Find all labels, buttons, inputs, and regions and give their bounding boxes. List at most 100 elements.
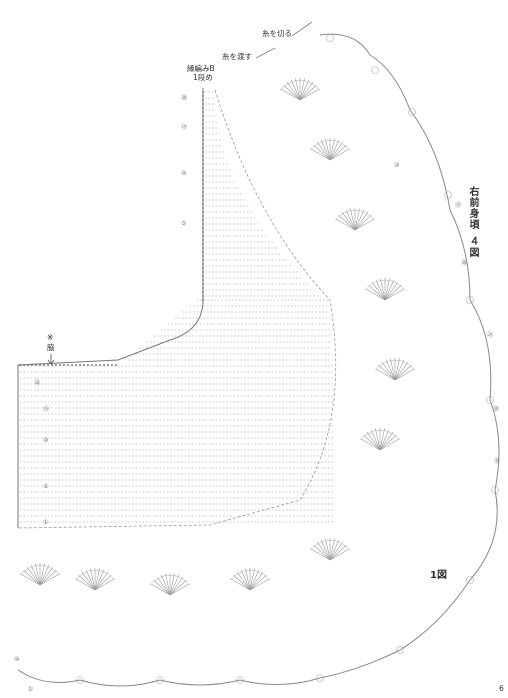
row-number: ⑩ [394,162,400,169]
edge-stitch [202,111,204,113]
edge-stitch [202,99,204,101]
edge-stitch [111,364,113,366]
edge-stitch [23,364,25,366]
fan-stitch [394,365,412,381]
edge-stitch [202,155,204,157]
fan-stitch [169,583,190,596]
fan-stitch [380,278,386,301]
fan-stitch [240,569,251,591]
side-label: 脇 [47,343,55,352]
scallop-loop [486,396,494,404]
fan-stitch [335,218,356,231]
edge-stitch [35,364,37,366]
fan-stitch [370,429,381,451]
fan-stitch [394,362,409,381]
fan-stitch [39,567,54,586]
fan-stitch [299,78,305,101]
fan-stitch [81,572,96,591]
fan-stitch [299,88,320,101]
fan-stitch [329,138,335,161]
fan-stitch [169,577,184,596]
edge-stitch [103,364,105,366]
edge-stitch [202,287,204,289]
edge-stitch [202,271,204,273]
scallop-loop [408,108,416,116]
scallop-loop [396,646,404,654]
fan-stitch [249,575,267,591]
edge-stitch [202,123,204,125]
edge-stitch [202,191,204,193]
edge-stitch [107,364,109,366]
fan-stitch [153,580,171,596]
fan-stitch [245,568,251,591]
fan-stitch [381,362,396,381]
fan-stitch [320,539,331,561]
edge-stitch [202,159,204,161]
fan-stitch [316,142,331,161]
edge-stitch [202,167,204,169]
fan-stitch [366,432,381,451]
fan-stitch [150,583,171,596]
row-number: ㉚ [493,406,500,413]
fan-stitch [354,218,375,231]
fan-stitch [390,358,396,381]
edge-stitch [202,255,204,257]
scallop-marks [76,34,499,684]
edge-stitch [202,203,204,205]
fan-stitch [169,573,175,596]
edge-stitch [202,231,204,233]
row-number: ⑩ [14,656,20,663]
edge-stitch [202,179,204,181]
fan-stitch [363,435,381,451]
scallop-loop [444,191,452,199]
fan-arc [309,539,351,551]
fan-stitch [94,568,100,591]
fan-stitch [39,570,57,586]
note-mark: ※ [47,333,54,342]
fan-stitch [329,139,340,161]
fan-stitch [325,538,331,561]
scallop-loop [236,676,244,684]
row-number: ⑳ [181,95,188,102]
scallop-loop [76,676,84,684]
fan-stitch [329,545,347,561]
fan-stitch [156,577,171,596]
scallop-loop [316,674,324,682]
edge-stitch [63,364,65,366]
edge-stitch [202,139,204,141]
scallop-loop [491,486,499,494]
edge-stitch [202,127,204,129]
edge-stitch [202,175,204,177]
fan-stitch [354,208,360,231]
edge-stitch [202,215,204,217]
fan-stitch [329,142,344,161]
edge-stitch [202,95,204,97]
fan-stitch [345,209,356,231]
fan-arc [364,279,406,291]
edge-stitch [59,364,61,366]
edge-stitch [75,364,77,366]
figure-one-label: 1図 [430,570,447,581]
fan-stitch [94,575,112,591]
pass-yarn-label: 糸を渡す [222,52,252,61]
fan-stitch [384,285,402,301]
edge-stitch [202,247,204,249]
edge-stitch [202,283,204,285]
fan-stitch [39,563,45,586]
fan-stitch [290,79,301,101]
fan-stitch [329,542,344,561]
row-number: ① [43,519,49,526]
fan-stitch [350,208,356,231]
edge-stitch [202,243,204,245]
row-number: ⑳ [461,260,468,267]
edge-stitch [202,171,204,173]
row-number: ⑩ [181,170,187,177]
scallop-loop [466,296,474,304]
edge-stitch [202,235,204,237]
row-number: ⑮ [43,406,50,413]
cut-yarn-label: 糸を切る [262,29,292,38]
fan-stitch [313,145,331,161]
fan-stitch [169,580,187,596]
fan-stitch [354,212,369,231]
